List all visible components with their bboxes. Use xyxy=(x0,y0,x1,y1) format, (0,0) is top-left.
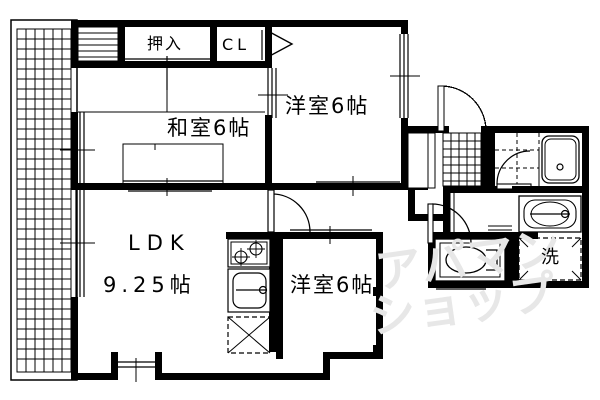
toilet-fixture xyxy=(427,203,506,290)
room-label-ldk: LDK xyxy=(128,231,191,255)
room-label-washitsu: 和室6帖 xyxy=(167,116,252,140)
stair-shelf xyxy=(77,26,119,62)
room-label-ldk-area: 9.25帖 xyxy=(103,273,196,297)
ldk-sliding-door xyxy=(60,190,95,297)
entrance-genkan xyxy=(407,85,487,189)
kitchen-counter xyxy=(227,238,271,354)
closet-label-oshiire: 押入 xyxy=(147,34,184,53)
bathroom-unit xyxy=(495,133,582,190)
yoshitsu-north-window xyxy=(390,34,420,118)
hall-details xyxy=(449,186,582,232)
balcony-area xyxy=(10,19,78,381)
room-label-yoshitsu-south: 洋室6帖 xyxy=(290,273,375,297)
ldk-door-swing xyxy=(267,189,311,233)
room-label-yoshitsu-north: 洋室6帖 xyxy=(285,94,370,118)
wash-basin xyxy=(518,195,582,233)
yoshitsu-south-sliding xyxy=(376,294,382,347)
structural-walls xyxy=(71,20,589,380)
cl-door-swing xyxy=(261,28,294,60)
fixture-label-washer: 洗 xyxy=(541,247,561,268)
ldk-bay-window xyxy=(118,352,155,382)
yoshitsu-north-door xyxy=(316,176,400,196)
closet-label-cl: CL xyxy=(222,35,251,54)
washer-space xyxy=(518,237,582,281)
washitsu-yoshitsu-partition xyxy=(258,68,288,118)
ldk-top-window xyxy=(128,185,212,192)
yoshitsu-south-window xyxy=(290,226,372,244)
